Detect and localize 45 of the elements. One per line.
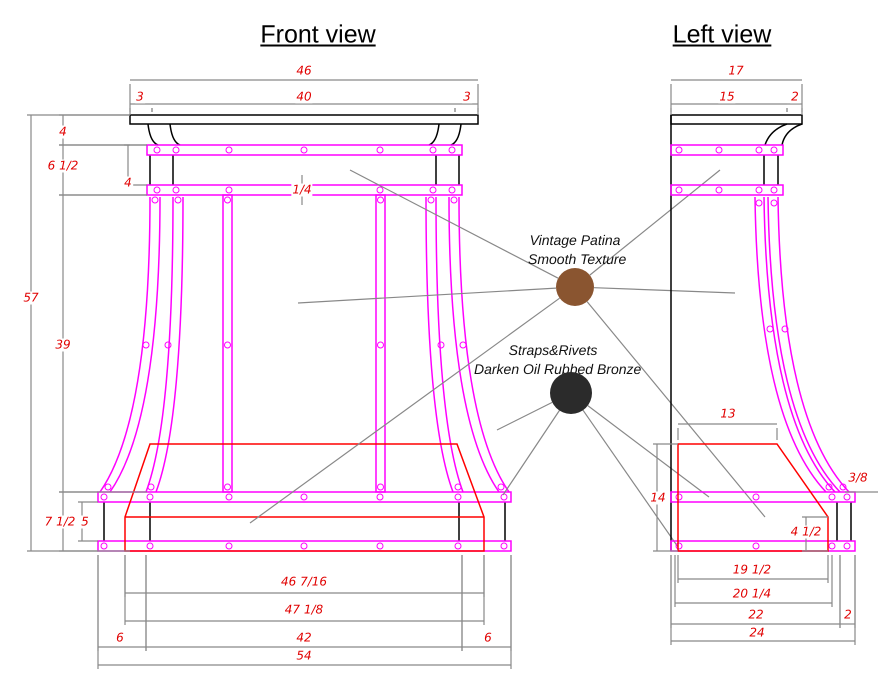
dimension-label: 57 bbox=[22, 292, 40, 304]
view-title: Left view bbox=[672, 20, 772, 50]
dimension-label: 47 1/8 bbox=[284, 604, 324, 616]
dimension-label: 1/4 bbox=[291, 184, 313, 196]
dimension-label: 14 bbox=[649, 492, 667, 504]
dimension-label: 15 bbox=[718, 90, 736, 104]
dimension-label: 20 1/4 bbox=[732, 588, 772, 600]
dimension-label: 46 bbox=[295, 64, 313, 78]
leader-line bbox=[586, 301, 766, 518]
leader-line bbox=[250, 298, 560, 524]
finish-label: Vintage Patina bbox=[530, 232, 620, 248]
leader-line bbox=[350, 169, 558, 279]
dimension-label: 22 bbox=[747, 608, 765, 622]
dimension-label: 3/8 bbox=[847, 472, 869, 484]
leader-line bbox=[594, 287, 736, 294]
dimension-label: 4 bbox=[58, 126, 68, 138]
finish-label: Straps&Rivets bbox=[508, 342, 598, 358]
dimension-label: 13 bbox=[719, 408, 737, 420]
dimension-label: 39 bbox=[54, 338, 72, 352]
view-title: Front view bbox=[260, 20, 376, 50]
dimension-label: 19 1/2 bbox=[732, 564, 772, 576]
dimension-label: 5 bbox=[80, 516, 90, 528]
dimension-label: 6 1/2 bbox=[46, 160, 80, 172]
leader-line bbox=[496, 402, 552, 431]
dimension-label: 2 bbox=[790, 90, 800, 104]
finish-label: Smooth Texture bbox=[528, 251, 626, 267]
dimension-label: 17 bbox=[727, 64, 745, 78]
leader-line bbox=[589, 170, 720, 276]
dimension-label: 3 bbox=[135, 90, 145, 104]
dimension-label: 7 1/2 bbox=[44, 516, 76, 528]
dimension-label: 6 bbox=[115, 632, 125, 644]
dimension-label: 4 bbox=[123, 176, 133, 190]
leader-line bbox=[298, 288, 556, 304]
dimension-label: 2 bbox=[843, 608, 853, 622]
dimension-label: 24 bbox=[748, 626, 766, 640]
dimension-label: 54 bbox=[295, 650, 313, 662]
dimension-label: 46 7/16 bbox=[280, 576, 328, 588]
dimension-label: 40 bbox=[295, 90, 313, 104]
dimension-label: 3 bbox=[462, 90, 472, 104]
dimension-label: 6 bbox=[483, 632, 493, 644]
leader-line bbox=[502, 410, 560, 496]
leader-line bbox=[587, 405, 710, 498]
leader-line bbox=[582, 410, 678, 548]
dimension-label: 4 1/2 bbox=[790, 526, 822, 538]
dimension-label: 42 bbox=[295, 632, 313, 644]
